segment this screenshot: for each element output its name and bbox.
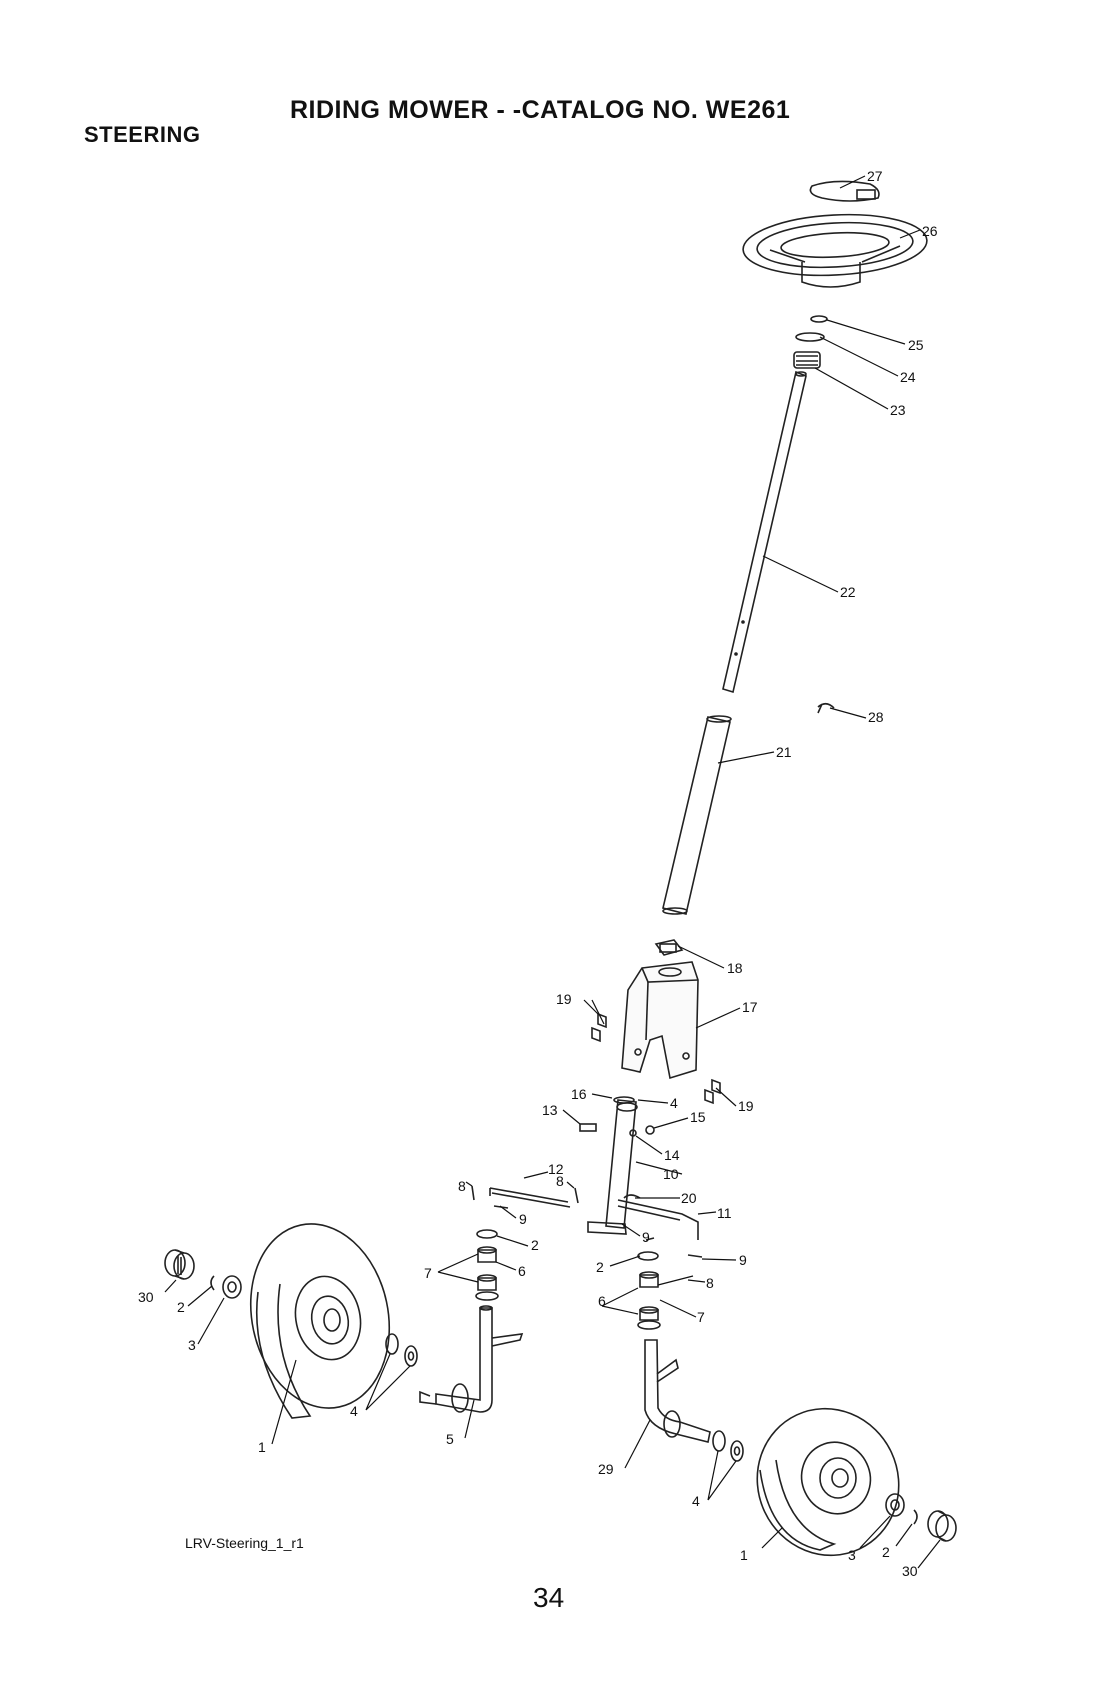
diagram-code: LRV-Steering_1_r1	[185, 1535, 304, 1551]
callout-20: 20	[681, 1190, 697, 1206]
callout-9-right: 9	[739, 1252, 747, 1268]
callout-10: 10	[663, 1166, 679, 1182]
callout-29: 29	[598, 1461, 614, 1477]
steering-support-part	[622, 962, 698, 1078]
callout-17: 17	[742, 999, 758, 1015]
right-wheel-hardware	[886, 1494, 956, 1541]
left-spindle-part	[420, 1306, 522, 1412]
right-spindle-part	[645, 1340, 710, 1442]
steering-wheel-part	[742, 210, 929, 287]
callout-2-upper-left: 2	[531, 1237, 539, 1253]
callout-26: 26	[922, 223, 938, 239]
callout-19-left: 19	[556, 991, 572, 1007]
callout-1-right: 1	[740, 1547, 748, 1563]
callout-30-left: 30	[138, 1289, 154, 1305]
callout-25: 25	[908, 337, 924, 353]
callout-16: 16	[571, 1086, 587, 1102]
hub-hardware-parts	[794, 316, 827, 368]
callout-18: 18	[727, 960, 743, 976]
washer-part	[386, 1334, 743, 1461]
left-spindle-hardware	[476, 1230, 498, 1300]
callout-5: 5	[446, 1431, 454, 1447]
left-wheel-part	[234, 1211, 406, 1421]
callout-4-left: 4	[350, 1403, 358, 1419]
callout-30-right: 30	[902, 1563, 918, 1579]
right-wheel-part	[733, 1385, 922, 1578]
callout-9-left: 9	[519, 1211, 527, 1227]
callout-24: 24	[900, 369, 916, 385]
callout-21: 21	[776, 744, 792, 760]
callout-22: 22	[840, 584, 856, 600]
callout-4-right: 4	[692, 1493, 700, 1509]
callout-2-right-end: 2	[882, 1544, 890, 1560]
steering-shaft-part	[723, 372, 806, 692]
pin-part	[472, 1186, 702, 1257]
bushing-part	[656, 940, 682, 955]
steering-cap-part	[810, 181, 879, 201]
callout-8-mid: 8	[556, 1173, 564, 1189]
callout-28: 28	[868, 709, 884, 725]
callout-2-left-end: 2	[177, 1299, 185, 1315]
left-wheel-hardware	[165, 1250, 241, 1298]
callout-27: 27	[867, 168, 883, 184]
callout-13: 13	[542, 1102, 558, 1118]
callout-8-right: 8	[706, 1275, 714, 1291]
callout-7-right: 7	[697, 1309, 705, 1325]
callout-3-right: 3	[848, 1547, 856, 1563]
callout-23: 23	[890, 402, 906, 418]
callout-11: 11	[717, 1205, 732, 1221]
page-number: 34	[533, 1582, 564, 1614]
right-spindle-hardware	[638, 1252, 660, 1329]
callout-labels: 27 26 25 24 23 22 28 21 18 17 19 19 16 4…	[138, 168, 938, 1579]
callout-6-left: 6	[518, 1263, 526, 1279]
callout-1-left: 1	[258, 1439, 266, 1455]
callout-8-left: 8	[458, 1178, 466, 1194]
callout-19-right: 19	[738, 1098, 754, 1114]
callout-2-upper-right: 2	[596, 1259, 604, 1275]
callout-9-mid: 9	[642, 1229, 650, 1245]
callout-15: 15	[690, 1109, 706, 1125]
callout-3-left: 3	[188, 1337, 196, 1353]
leader-lines	[165, 176, 940, 1568]
callout-4-upper: 4	[670, 1095, 678, 1111]
steering-tube-part	[663, 716, 731, 914]
callout-6-right: 6	[598, 1293, 606, 1309]
callout-7-left: 7	[424, 1265, 432, 1281]
callout-14: 14	[664, 1147, 680, 1163]
sector-gear-part	[580, 1097, 654, 1234]
